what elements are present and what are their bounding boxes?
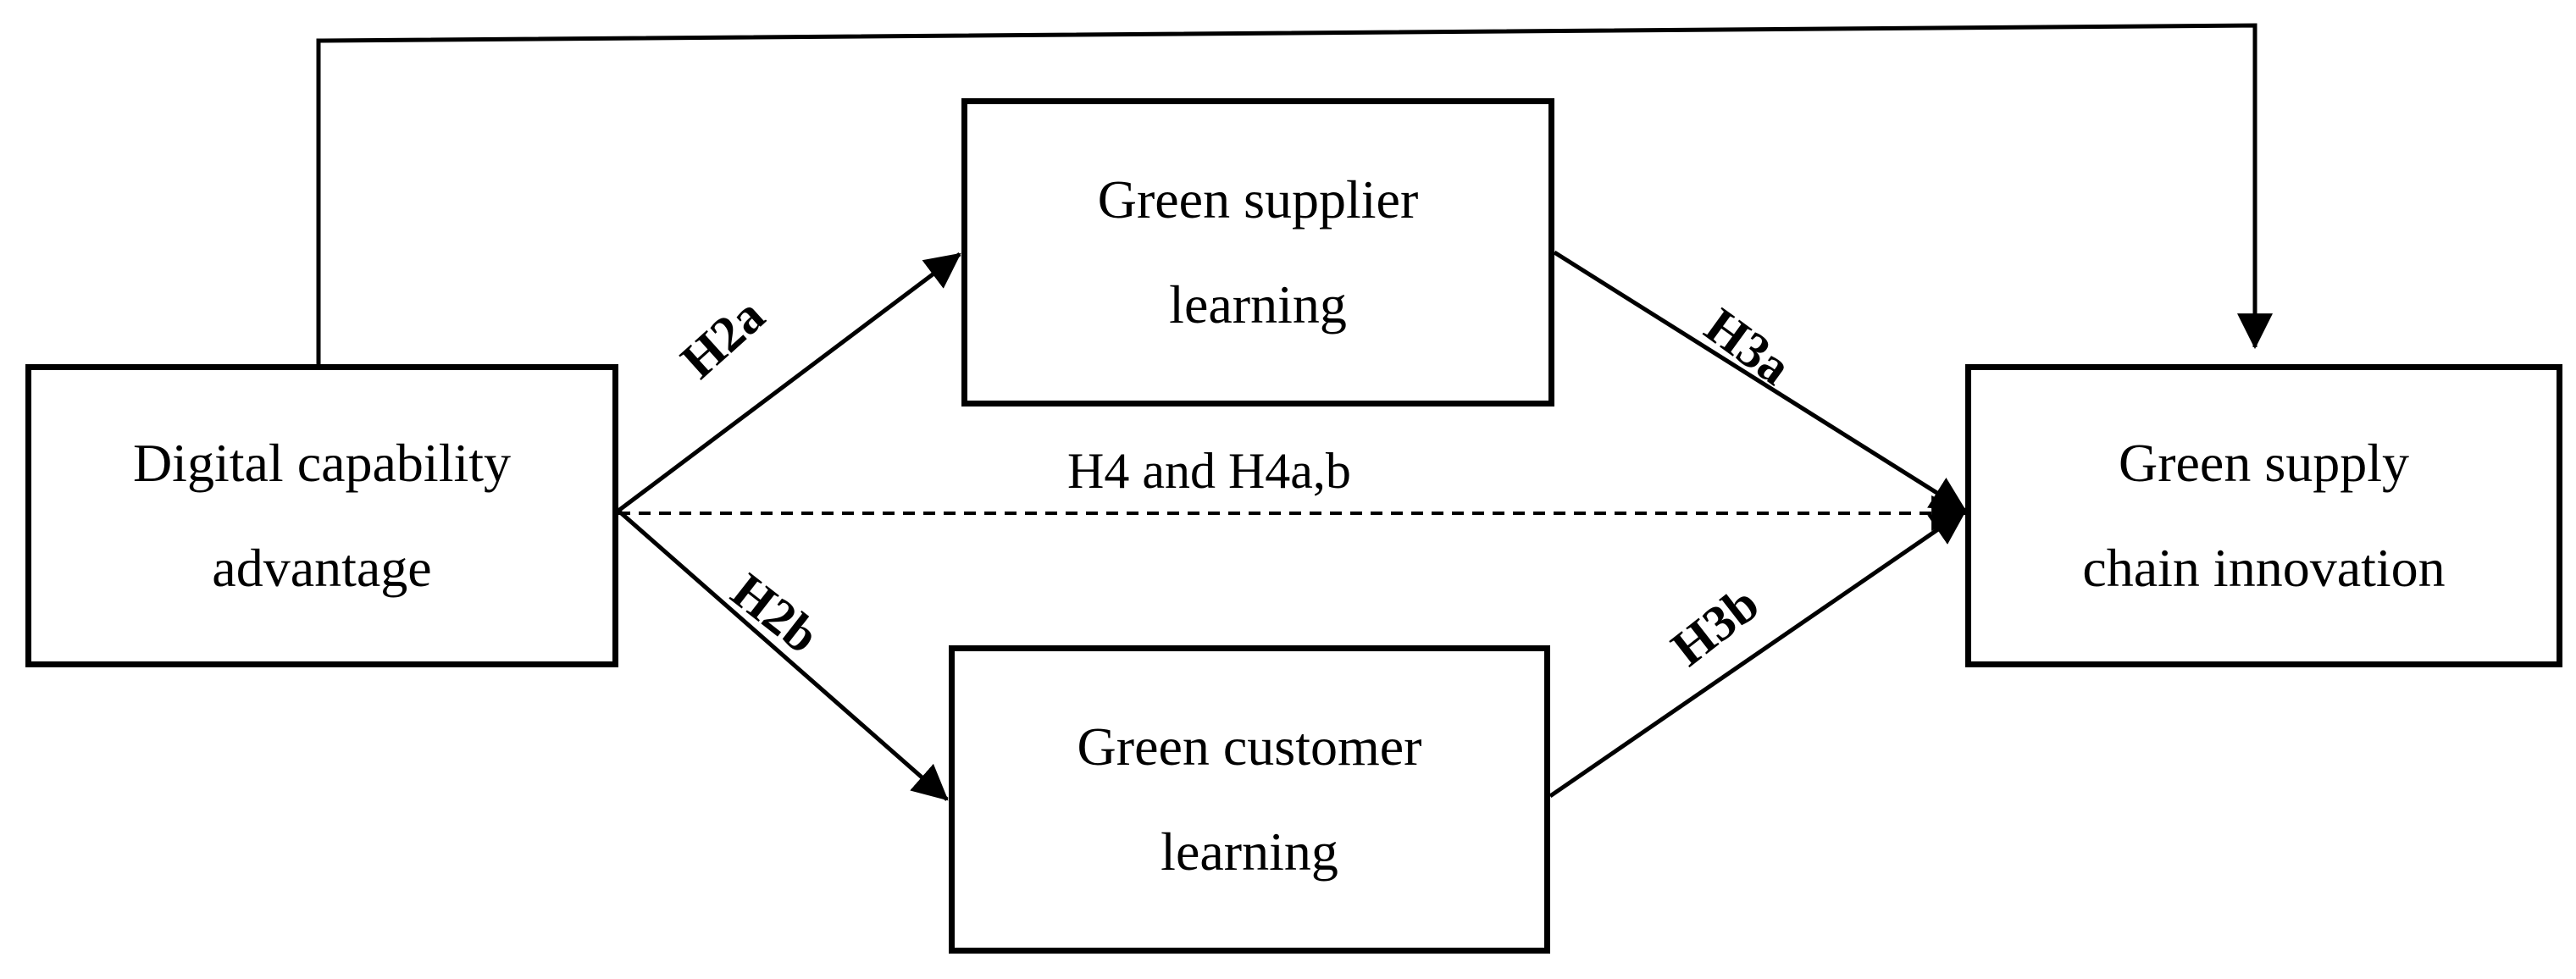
arrow-h3b — [1548, 508, 1967, 799]
node-label-line1: Digital capability — [132, 433, 512, 493]
node-green-supplier-learning: Green supplier learning — [961, 98, 1554, 407]
node-green-customer-learning: Green customer learning — [949, 645, 1550, 954]
node-label-line2: learning — [1161, 821, 1338, 882]
node-digital-capability-advantage: Digital capability advantage — [25, 364, 618, 667]
node-label-line1: Green customer — [1077, 716, 1422, 777]
node-label-line2: chain innovation — [2082, 538, 2446, 598]
node-label-line1: Green supply — [2118, 433, 2410, 493]
arrow-h3a — [1553, 250, 1967, 513]
label-h4: H4 and H4a,b — [1067, 443, 1351, 499]
node-label-line2: advantage — [212, 538, 432, 598]
node-label-line2: learning — [1169, 274, 1347, 335]
direct-effect-arrow — [316, 23, 2273, 364]
node-label-line1: Green supplier — [1097, 169, 1419, 230]
node-green-supply-chain-innovation: Green supply chain innovation — [1965, 364, 2562, 667]
arrow-h2a — [617, 252, 961, 512]
arrow-h2b — [617, 509, 949, 801]
